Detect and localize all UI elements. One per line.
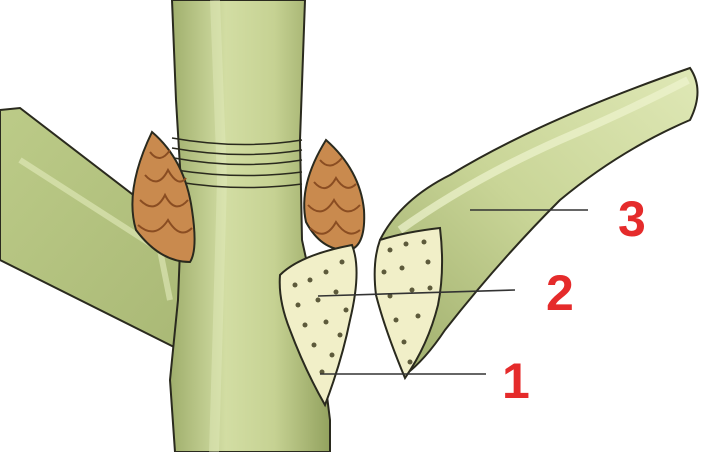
callout-3: 3 [618, 191, 646, 247]
callout-1: 1 [502, 353, 530, 409]
callout-2: 2 [546, 265, 574, 321]
axillary-bud-right [304, 140, 364, 250]
petiole-base [375, 228, 442, 378]
